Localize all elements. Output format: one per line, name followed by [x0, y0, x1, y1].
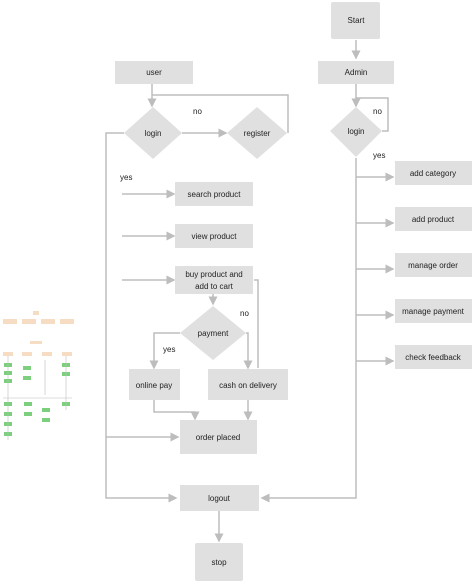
check-feedback-label: check feedback: [405, 353, 462, 362]
start-label: Start: [348, 16, 366, 25]
thumb-row-2b: [22, 352, 32, 356]
thumb-green-13: [24, 412, 32, 416]
thumb-row-2c: [42, 352, 52, 356]
edge-admin-spine: [260, 158, 357, 503]
user-login-label: login: [145, 129, 162, 138]
thumb-mid-block: [30, 341, 42, 344]
register-decision[interactable]: [227, 107, 287, 159]
online-pay-node[interactable]: [129, 369, 180, 400]
edge-label-yes-admin: yes: [373, 151, 385, 160]
user-node[interactable]: [115, 61, 193, 84]
thumb-row-1d: [60, 319, 74, 324]
edge-user-spine: [105, 132, 178, 503]
manage-order-node[interactable]: [395, 253, 472, 277]
buy-product-label-2: add to cart: [195, 282, 234, 291]
order-placed-node[interactable]: [180, 420, 257, 454]
order-placed-label: order placed: [196, 433, 240, 442]
start-node[interactable]: [331, 2, 380, 39]
admin-label: Admin: [345, 68, 368, 77]
check-feedback-node[interactable]: [395, 345, 472, 369]
view-product-node[interactable]: [175, 224, 253, 248]
stop-label: stop: [211, 558, 227, 567]
thumb-green-12: [24, 402, 32, 406]
admin-login-decision[interactable]: [330, 107, 382, 157]
diagram-thumbnail: [3, 311, 74, 440]
admin-login-label: login: [348, 127, 365, 136]
thumb-green-4: [23, 366, 31, 370]
thumb-row-2d: [62, 352, 72, 356]
search-product-label: search product: [188, 190, 242, 199]
thumb-row-2a: [3, 352, 13, 356]
logout-label: logout: [208, 494, 231, 503]
payment-label: payment: [198, 329, 229, 338]
add-product-node[interactable]: [395, 207, 472, 231]
thumb-row-1b: [22, 319, 36, 324]
user-label: user: [146, 68, 162, 77]
thumb-green-15: [42, 418, 50, 422]
edge-register-loop: [152, 94, 289, 133]
thumb-row-1a: [3, 319, 17, 324]
edge-label-no-admin: no: [373, 107, 382, 116]
admin-node[interactable]: [318, 61, 394, 84]
user-login-decision[interactable]: [124, 107, 182, 159]
add-category-label: add category: [410, 169, 456, 178]
logout-node[interactable]: [180, 485, 259, 511]
thumb-green-5: [23, 376, 31, 380]
add-product-label: add product: [412, 215, 455, 224]
cash-on-delivery-node[interactable]: [208, 369, 288, 400]
manage-payment-node[interactable]: [395, 299, 472, 323]
buy-product-label-1: buy product and: [185, 270, 242, 279]
thumb-row-1c: [41, 319, 55, 324]
edge-label-yes-payment: yes: [163, 345, 175, 354]
edge-label-yes-user: yes: [120, 173, 132, 182]
flow-connectors: [105, 40, 395, 543]
stop-node[interactable]: [195, 543, 243, 581]
edge-payment-cash: [243, 332, 253, 370]
register-label: register: [244, 129, 271, 138]
edge-payment-online: [149, 332, 180, 370]
online-pay-label: online pay: [136, 381, 172, 390]
edge-buy-no: [254, 279, 259, 368]
cash-on-delivery-label: cash on delivery: [219, 381, 277, 390]
payment-decision[interactable]: [180, 306, 246, 360]
manage-order-label: manage order: [408, 261, 458, 270]
search-product-node[interactable]: [175, 182, 253, 206]
edge-label-no-payment: no: [240, 309, 249, 318]
manage-payment-label: manage payment: [402, 307, 465, 316]
add-category-node[interactable]: [395, 161, 472, 185]
buy-product-node[interactable]: [175, 266, 253, 294]
edge-admin-login-no: [355, 97, 389, 132]
thumb-top-block: [33, 311, 39, 315]
edge-online-order: [153, 400, 200, 421]
edge-label-no-register: no: [193, 107, 202, 116]
thumb-green-14: [42, 408, 50, 412]
view-product-label: view product: [192, 232, 238, 241]
